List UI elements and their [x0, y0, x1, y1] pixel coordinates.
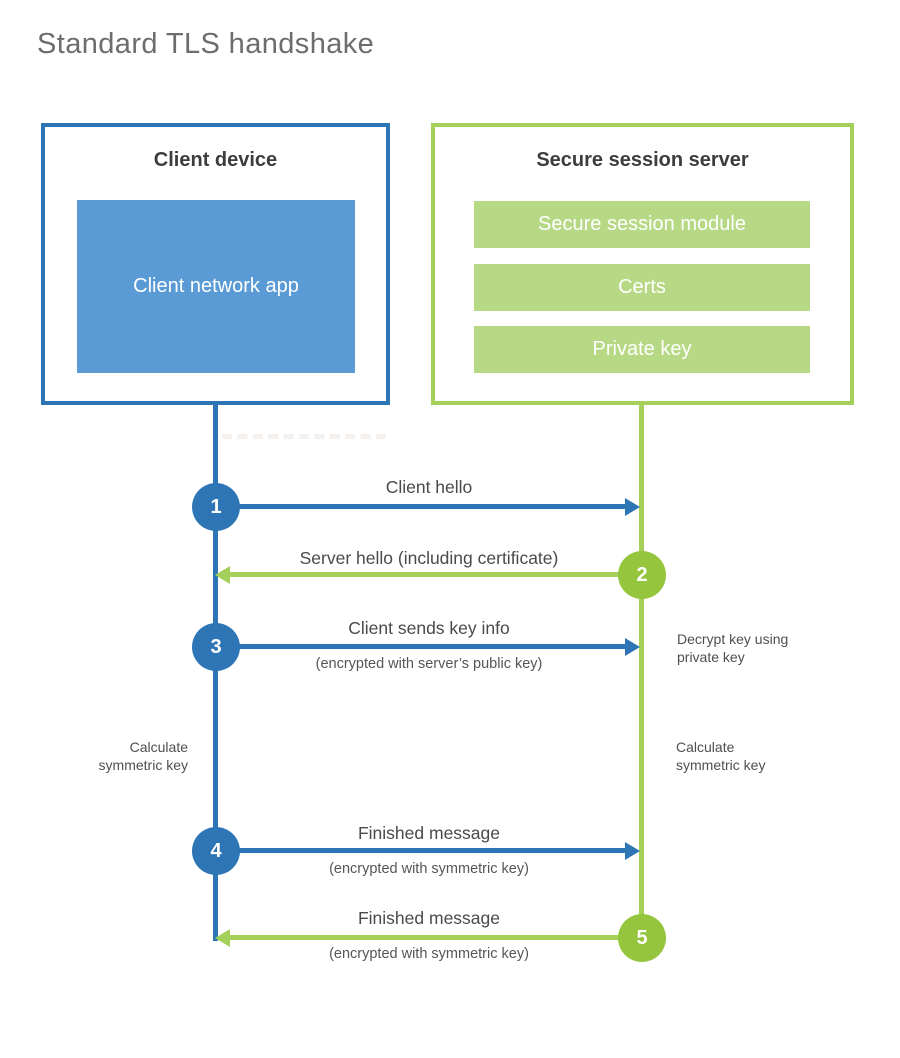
step4-label: Finished message — [357, 823, 501, 843]
server-lifeline — [639, 405, 644, 941]
step3-sublabel: (encrypted with server’s public key) — [315, 656, 543, 672]
step4-sublabel: (encrypted with symmetric key) — [329, 861, 529, 877]
calculate-symmetric-key-note-client: Calculate symmetric key — [98, 739, 188, 773]
step4-arrow-line — [216, 848, 626, 853]
decrypt-key-note: Decrypt key using private key — [677, 631, 789, 665]
server-module-certs: Certs — [474, 264, 810, 311]
client-network-app-label: Client network app — [133, 275, 299, 297]
step2-label: Server hello (including certificate) — [299, 548, 559, 568]
step2-badge: 2 — [618, 551, 666, 599]
step1-label: Client hello — [385, 477, 473, 497]
step2-arrow-line — [230, 572, 642, 577]
step3-badge: 3 — [192, 623, 240, 671]
server-title: Secure session server — [536, 149, 749, 171]
secure-session-server-box: Secure session server Secure session mod… — [431, 123, 854, 405]
step4-arrowhead-right-icon — [625, 842, 640, 860]
step5-arrow-line — [230, 935, 642, 940]
client-device-box: Client device Client network app — [41, 123, 390, 405]
step1-badge: 1 — [192, 483, 240, 531]
client-network-app-box: Client network app — [77, 200, 355, 373]
server-module-secure-session: Secure session module — [474, 201, 810, 248]
server-module-private-key: Private key — [474, 326, 810, 373]
step1-arrowhead-right-icon — [625, 498, 640, 516]
step4-badge: 4 — [192, 827, 240, 875]
step5-sublabel: (encrypted with symmetric key) — [329, 946, 529, 962]
calculate-symmetric-key-note-server: Calculate symmetric key — [676, 739, 766, 773]
step3-arrowhead-right-icon — [625, 638, 640, 656]
step3-arrow-line — [216, 644, 626, 649]
step3-label: Client sends key info — [348, 618, 510, 638]
client-lifeline — [213, 405, 218, 941]
step1-arrow-line — [216, 504, 626, 509]
page-title: Standard TLS handshake — [37, 28, 375, 60]
step2-arrowhead-left-icon — [215, 566, 230, 584]
step5-badge: 5 — [618, 914, 666, 962]
step5-arrowhead-left-icon — [215, 929, 230, 947]
client-device-title: Client device — [153, 149, 278, 171]
faint-dashed-line — [222, 434, 386, 439]
step5-label: Finished message — [357, 908, 501, 928]
